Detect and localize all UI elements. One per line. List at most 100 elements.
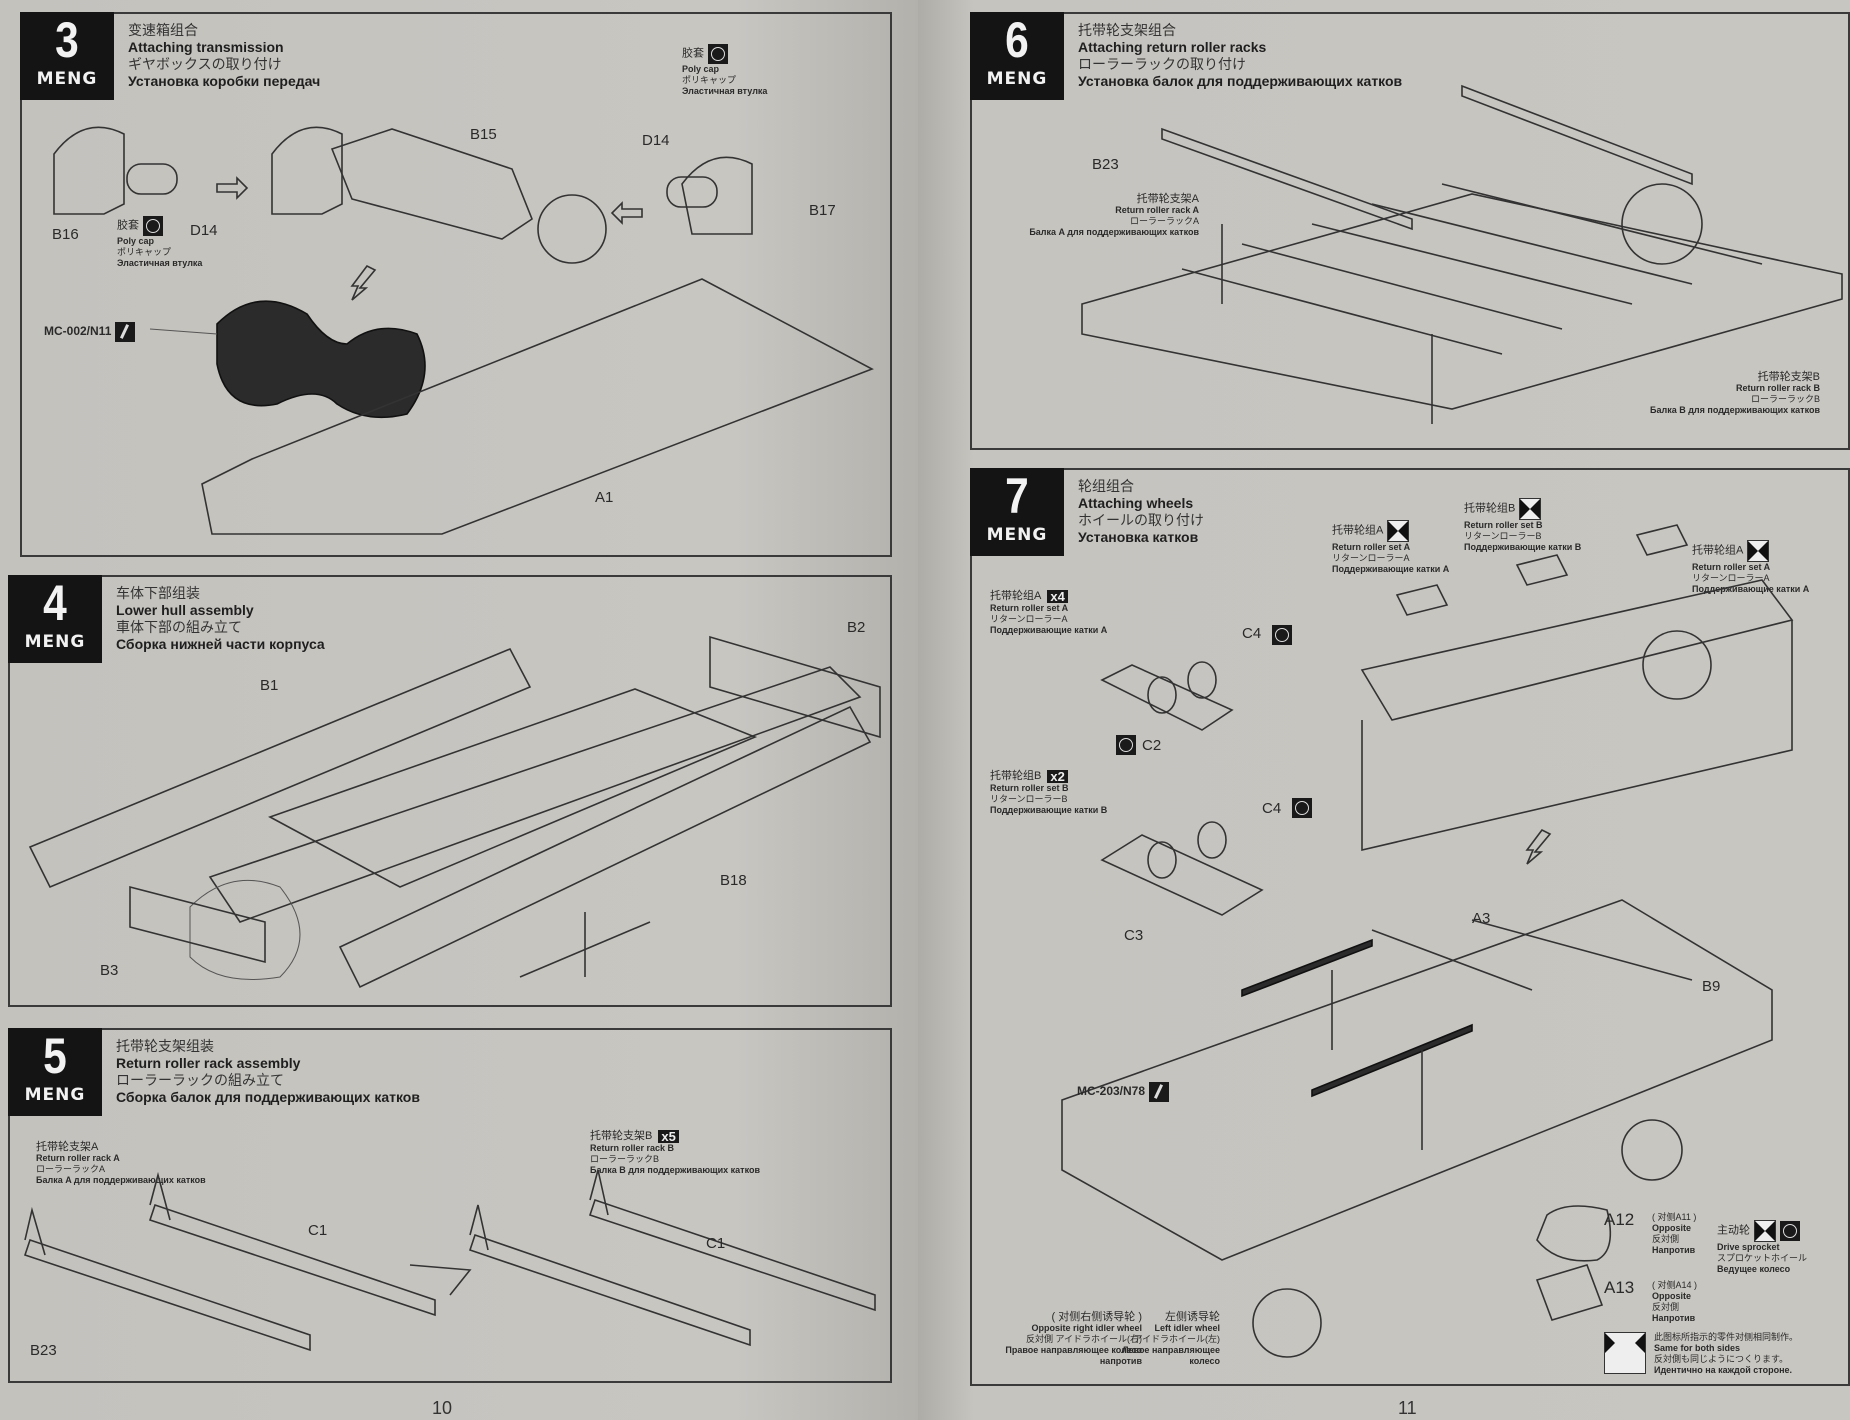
part-label-b23: B23	[30, 1342, 57, 1359]
step-badge: 5 MENG	[8, 1028, 102, 1116]
rack-b-ru: Балка B для поддерживающих катков	[1650, 405, 1820, 415]
set-a-cn: 托带轮组A	[1692, 544, 1744, 557]
poly-cap-cn: 胶套	[117, 219, 139, 232]
page-left: 3 MENG 变速箱组合 Attaching transmission ギヤボッ…	[0, 0, 918, 1420]
a12-ref: ( 对侧A11 )	[1652, 1212, 1697, 1222]
same-both-sides-ru: Идентично на каждой стороне.	[1654, 1365, 1793, 1375]
title-cn: 轮组组合	[1078, 478, 1134, 494]
part-label-b1: B1	[260, 677, 279, 694]
title-cn: 托带轮支架组装	[116, 1038, 214, 1054]
a13-ref: ( 对侧A14 )	[1652, 1280, 1698, 1290]
right-idler-jp: 反対側 アイドラホイール(右)	[1025, 1334, 1142, 1344]
a13-en: Opposite	[1652, 1291, 1692, 1301]
set-b-cn: 托带轮组B	[1464, 502, 1516, 515]
a13-opposite-note: ( 对侧A14 ) Opposite 反対側 Напротив	[1652, 1280, 1697, 1324]
same-both-sides-en: Same for both sides	[1654, 1343, 1741, 1353]
rack-a-note: 托带轮支架A Return roller rack A ローラーラックA Бал…	[984, 194, 1199, 238]
part-label-a13: A13	[1604, 1278, 1635, 1297]
set-a-ru: Поддерживающие катки A	[1332, 564, 1450, 574]
poly-cap-note: 胶套 Poly cap ポリキャップ Эластичная втулка	[117, 216, 202, 269]
a12-opposite-note: ( 对侧A11 ) Opposite 反対側 Напротив	[1652, 1212, 1696, 1256]
step-title: 轮组组合 Attaching wheels ホイールの取り付け Установк…	[1078, 478, 1204, 546]
set-a-jp: リターンローラーA	[1692, 573, 1770, 583]
paint-brush-icon	[115, 322, 136, 342]
title-jp: ギヤボックスの取り付け	[128, 56, 282, 72]
part-label-b18: B18	[720, 872, 747, 889]
title-ru: Установка коробки передач	[128, 73, 321, 89]
title-jp: 車体下部の組み立て	[116, 619, 242, 635]
part-label-a3: A3	[1472, 910, 1491, 927]
step-3: 3 MENG 变速箱组合 Attaching transmission ギヤボッ…	[20, 12, 892, 557]
step-badge: 6 MENG	[970, 12, 1064, 100]
a12-ru: Напротив	[1652, 1245, 1696, 1255]
title-cn: 托带轮支架组合	[1078, 22, 1176, 38]
title-en: Return roller rack assembly	[116, 1055, 301, 1071]
step-3-illustration	[53, 126, 874, 535]
poly-cap-note-right: 胶套 Poly cap ポリキャップ Эластичная втулка	[682, 44, 767, 97]
title-ru: Установка катков	[1078, 529, 1199, 545]
part-label-c2: C2	[1142, 737, 1162, 754]
poly-cap-icon	[1780, 1221, 1800, 1241]
title-cn: 车体下部组装	[116, 585, 200, 601]
part-label-d14: D14	[190, 222, 218, 239]
poly-cap-icon	[1116, 735, 1136, 755]
set-a-en: Return roller set A	[990, 603, 1069, 613]
poly-cap-icon	[1292, 798, 1312, 818]
same-both-sides-icon	[1519, 498, 1542, 520]
same-both-sides-icon	[1387, 520, 1410, 542]
set-a-cn: 托带轮组A	[990, 589, 1042, 602]
step-number: 3	[55, 12, 79, 68]
poly-cap-jp: ポリキャップ	[682, 75, 737, 85]
rack-b-cn: 托带轮支架B	[1757, 371, 1820, 383]
title-en: Attaching wheels	[1078, 495, 1194, 511]
rack-a-ru: Балка A для поддерживающих катков	[36, 1175, 206, 1185]
drive-sprocket-cn: 主动轮	[1717, 1224, 1750, 1237]
poly-cap-en: Poly cap	[682, 64, 720, 74]
meng-logo: MENG	[986, 69, 1048, 89]
part-label-c4-b: C4	[1262, 800, 1282, 817]
poly-cap-ru: Эластичная втулка	[117, 258, 203, 268]
page-right: 6 MENG 托带轮支架组合 Attaching return roller r…	[918, 0, 1850, 1420]
a13-jp: 反対側	[1652, 1302, 1680, 1312]
poly-cap-jp: ポリキャップ	[117, 247, 172, 257]
step-number: 6	[1005, 12, 1029, 68]
step-6-illustration	[1081, 84, 1843, 424]
step-4-illustration	[28, 635, 881, 989]
title-jp: ローラーラックの取り付け	[1078, 56, 1246, 72]
rack-a-ru: Балка A для поддерживающих катков	[1029, 227, 1199, 237]
step-badge: 3 MENG	[20, 12, 114, 100]
quantity-badge: x2	[1047, 770, 1068, 783]
step-title: 车体下部组装 Lower hull assembly 車体下部の組み立て Сбо…	[116, 585, 325, 653]
set-b-jp: リターンローラーB	[990, 794, 1068, 804]
meng-logo: MENG	[24, 1085, 86, 1105]
poly-cap-ru: Эластичная втулка	[682, 86, 768, 96]
same-both-sides-cn: 此图标所指示的零件对侧相同制作。	[1654, 1332, 1799, 1342]
same-both-sides-icon	[1604, 1332, 1646, 1374]
title-ru: Установка балок для поддерживающих катко…	[1078, 73, 1403, 89]
step-number: 5	[43, 1028, 67, 1084]
title-en: Attaching transmission	[128, 39, 284, 55]
drive-sprocket-en: Drive sprocket	[1717, 1242, 1780, 1252]
poly-cap-cn: 胶套	[682, 47, 704, 60]
paint-brush-icon	[1149, 1082, 1170, 1102]
title-jp: ローラーラックの組み立て	[116, 1072, 284, 1088]
rack-b-en: Return roller rack B	[1735, 383, 1820, 393]
rack-b-jp: ローラーラックB	[1750, 394, 1820, 404]
rack-a-cn: 托带轮支架A	[1136, 193, 1199, 205]
same-both-sides-jp: 反対側も同じようにつくります。	[1654, 1354, 1789, 1364]
title-ru: Сборка нижней части корпуса	[116, 636, 325, 652]
drive-sprocket-ru: Ведущее колесо	[1717, 1264, 1791, 1274]
left-idler-note: 左侧诱导轮 Left idler wheel アイドラホイール(左) Левое…	[1102, 1312, 1220, 1367]
step-7-illustration	[1061, 524, 1794, 1358]
same-both-sides-icon	[1754, 1220, 1776, 1242]
page-number-left: 10	[432, 1398, 453, 1418]
right-idler-note: ( 对侧右侧诱导轮 ) Opposite right idler wheel 反…	[942, 1312, 1142, 1367]
right-idler-ru: Правое направляющее колесо	[1005, 1345, 1142, 1355]
set-b-ru: Поддерживающие катки B	[990, 805, 1108, 815]
part-label-c3: C3	[1124, 927, 1144, 944]
poly-cap-icon	[143, 216, 163, 236]
step-6: 6 MENG 托带轮支架组合 Attaching return roller r…	[970, 12, 1850, 450]
set-b-en: Return roller set B	[990, 783, 1069, 793]
